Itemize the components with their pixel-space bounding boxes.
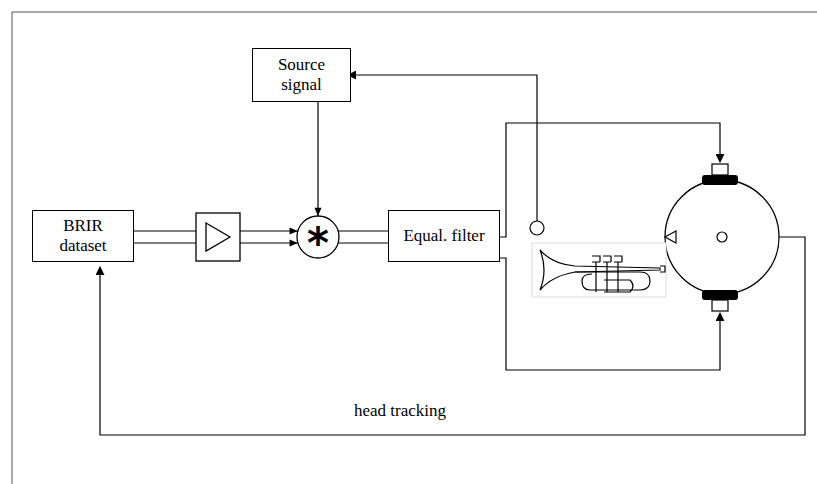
node-text: BRIR dataset [33, 212, 133, 260]
signal-connector [338, 231, 388, 243]
microphone [530, 221, 544, 235]
head-tracker [717, 232, 727, 242]
convolution-circle: * [296, 215, 340, 259]
listener-head [665, 180, 779, 294]
headphone [702, 290, 738, 300]
node-text: Source signal [253, 51, 350, 99]
data-box: BRIR dataset [32, 210, 134, 262]
process-box: Source signal [252, 48, 351, 102]
trumpet [532, 243, 666, 297]
operator-symbol: * [307, 209, 329, 265]
signal-label: head tracking [351, 401, 449, 421]
headphone [712, 164, 728, 175]
headphone [712, 300, 728, 311]
nose [665, 231, 676, 243]
headphone [702, 175, 738, 185]
amplifier-symbol [206, 223, 230, 251]
signal-connector [314, 102, 321, 216]
frame [12, 12, 817, 484]
wire [348, 75, 537, 221]
amplifier-box [196, 213, 240, 261]
filter-box: Equal. filter [388, 210, 500, 262]
node-text: Equal. filter [397, 222, 490, 250]
